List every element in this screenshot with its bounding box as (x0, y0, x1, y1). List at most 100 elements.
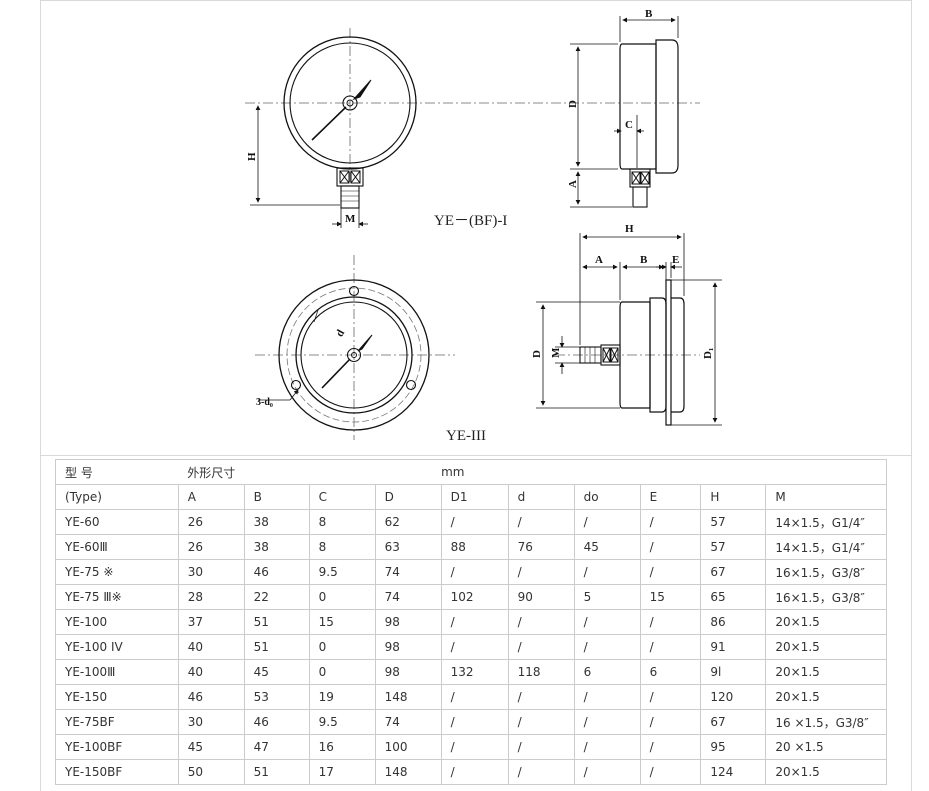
cell-d: 74 (374, 559, 442, 585)
cell-c: 9.5 (308, 559, 376, 585)
cell-d-small: / (507, 709, 575, 735)
cell-do: / (573, 684, 641, 710)
cell-d-small: 76 (507, 534, 575, 560)
cell-do: / (573, 709, 641, 735)
cell-c: 9.5 (308, 709, 376, 735)
cell-h: 120 (700, 684, 767, 710)
cell-a: 26 (177, 534, 245, 560)
technical-drawing: H M B D A C H A B E D M D₁ d 3-d₀ YE－(BF… (245, 8, 722, 444)
cell-do: / (573, 759, 641, 785)
dim-label-d1: D₁ (702, 348, 714, 359)
cell-m: 20×1.5 (765, 634, 887, 660)
cell-b: 51 (243, 634, 310, 660)
cell-do: 5 (573, 584, 641, 610)
cell-c: 16 (308, 734, 376, 760)
cell-d: 62 (374, 509, 442, 535)
cell-do: / (573, 609, 641, 635)
dim-label-b: B (645, 8, 653, 20)
column-header-m: M (765, 484, 887, 510)
cell-b: 45 (243, 659, 310, 685)
cell-a: 46 (177, 684, 245, 710)
cell-h: 91 (700, 634, 767, 660)
cell-a: 40 (177, 659, 245, 685)
cell-e: / (639, 734, 702, 760)
cell-m: 20 ×1.5 (765, 734, 887, 760)
cell-h: 67 (700, 709, 767, 735)
frame-top-border (40, 0, 912, 1)
column-header-do: do (573, 484, 641, 510)
cell-e: / (639, 534, 702, 560)
cell-d-small: / (507, 634, 575, 660)
cell-h: 86 (700, 609, 767, 635)
cell-e: 15 (639, 584, 702, 610)
cell-e: / (639, 609, 702, 635)
frame-left-border (40, 0, 41, 791)
dim-label-c: C (625, 119, 633, 131)
cell-d1: 132 (440, 659, 509, 685)
cell-type: YE-100Ⅲ (55, 659, 179, 685)
cell-d1: / (440, 684, 509, 710)
cell-d1: / (440, 609, 509, 635)
cell-d-small: 118 (507, 659, 575, 685)
cell-d1: / (440, 734, 509, 760)
cell-h: 95 (700, 734, 767, 760)
cell-c: 0 (308, 634, 376, 660)
cell-b: 38 (243, 509, 310, 535)
column-header-b: B (243, 484, 310, 510)
cell-a: 28 (177, 584, 245, 610)
cell-d-small: / (507, 759, 575, 785)
unit-header: mm (441, 459, 888, 485)
column-header-e: E (639, 484, 702, 510)
cell-d-small: / (507, 609, 575, 635)
gauge-front-view-1 (245, 28, 700, 228)
dims-header: 外形尺寸 (178, 459, 442, 485)
cell-c: 19 (308, 684, 376, 710)
cell-h: 57 (700, 509, 767, 535)
cell-do: / (573, 509, 641, 535)
cell-b: 47 (243, 734, 310, 760)
column-header-c: C (308, 484, 376, 510)
cell-m: 20×1.5 (765, 759, 887, 785)
column-header-a: A (177, 484, 245, 510)
cell-b: 51 (243, 759, 310, 785)
cell-m: 16×1.5，G3/8″ (765, 559, 887, 585)
cell-e: 6 (639, 659, 702, 685)
cell-e: / (639, 559, 702, 585)
frame-right-border (911, 0, 912, 791)
cell-d: 98 (374, 659, 442, 685)
cell-d: 148 (374, 759, 442, 785)
cell-b: 46 (243, 559, 310, 585)
cell-type: YE-60Ⅲ (55, 534, 179, 560)
column-header-d: D (374, 484, 442, 510)
cell-type: YE-60 (55, 509, 179, 535)
column-header-d1: D1 (440, 484, 509, 510)
cell-do: / (573, 734, 641, 760)
cell-e: / (639, 759, 702, 785)
cell-c: 8 (308, 534, 376, 560)
gauge-front-view-2 (255, 255, 455, 440)
dim-label-d0: 3-d₀ (256, 397, 273, 408)
cell-b: 51 (243, 609, 310, 635)
dim-label-a2: A (595, 254, 603, 266)
column-header-h: H (700, 484, 767, 510)
table-title-row: 型 号 外形尺寸 mm (55, 459, 888, 485)
cell-a: 50 (177, 759, 245, 785)
gauge-side-view-2 (536, 233, 722, 426)
cell-c: 0 (308, 659, 376, 685)
cell-m: 14×1.5，G1/4″ (765, 509, 887, 535)
cell-h: 67 (700, 559, 767, 585)
cell-a: 37 (177, 609, 245, 635)
cell-type: YE-150 (55, 684, 179, 710)
cell-b: 53 (243, 684, 310, 710)
cell-m: 16×1.5，G3/8″ (765, 584, 887, 610)
cell-d-small: / (507, 734, 575, 760)
cell-type: YE-150BF (55, 759, 179, 785)
cell-d-small: 90 (507, 584, 575, 610)
